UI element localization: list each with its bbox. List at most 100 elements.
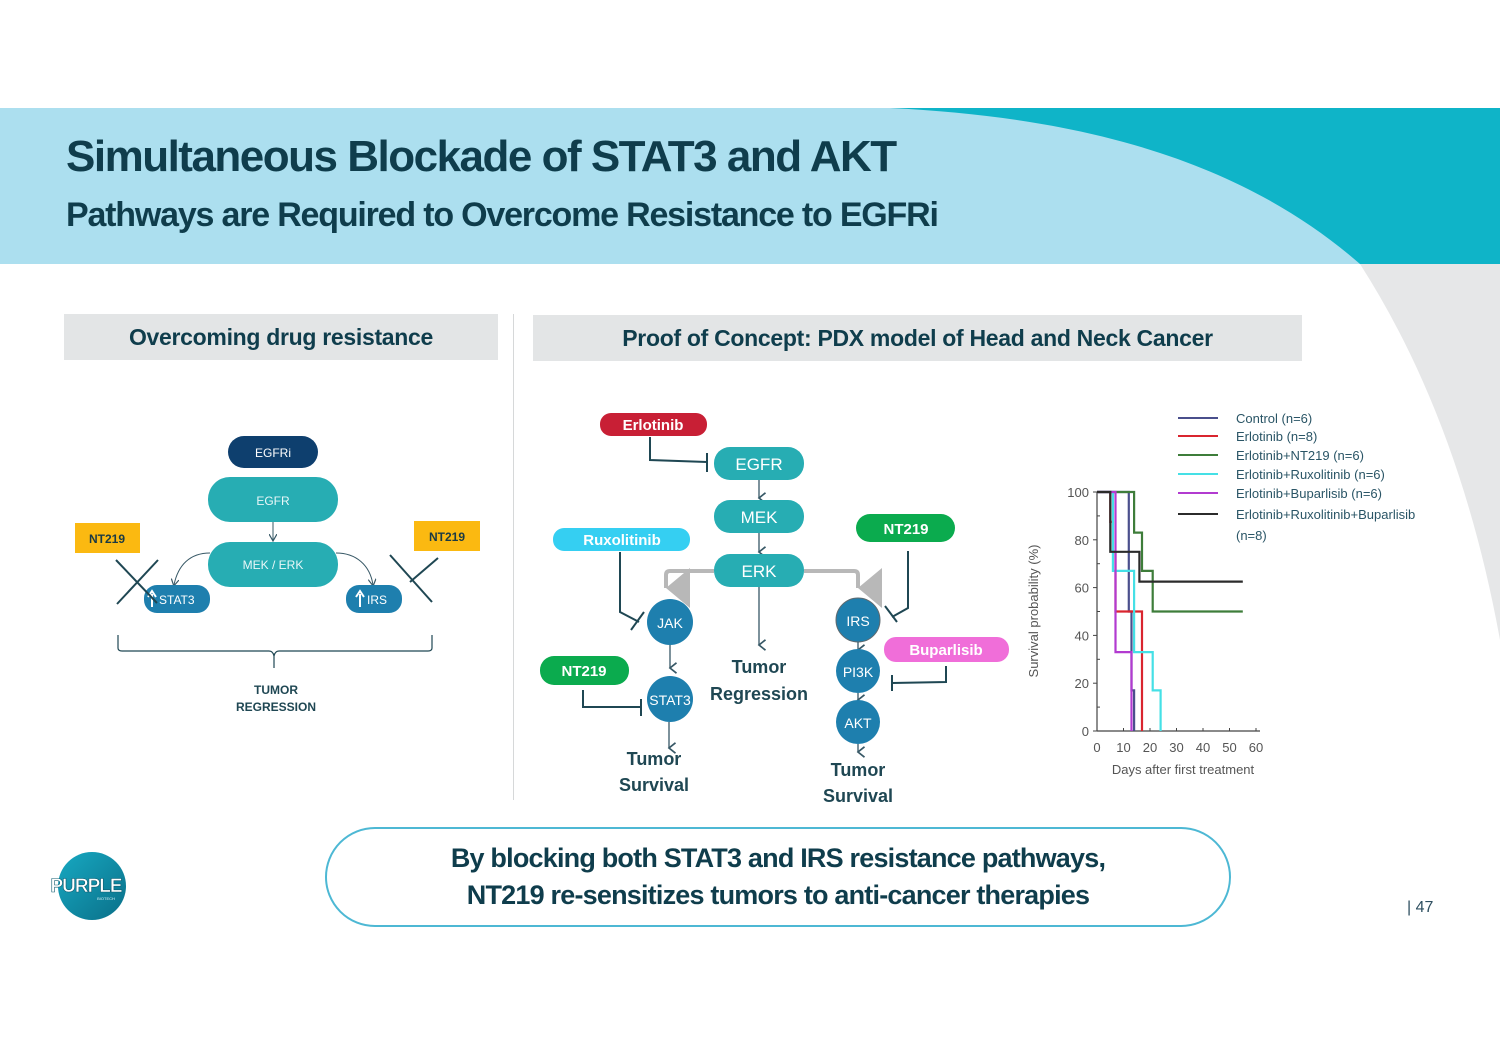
- x-axis-label: Days after first treatment: [1112, 762, 1255, 777]
- takeaway-callout: By blocking both STAT3 and IRS resistanc…: [325, 827, 1231, 927]
- nt219-top-drug-badge: NT219: [856, 514, 955, 542]
- mek-to-irs-arrow: [335, 552, 373, 585]
- jak-node: JAK: [647, 599, 693, 645]
- header-band: [0, 108, 1500, 264]
- svg-text:ERK: ERK: [742, 562, 778, 581]
- outcome-left-line-1: Tumor: [627, 749, 682, 769]
- y-tick-label: 40: [1075, 628, 1089, 643]
- series-line-4: [1097, 490, 1162, 731]
- legend-label: (n=8): [1236, 528, 1267, 543]
- y-tick-label: 80: [1075, 533, 1089, 548]
- legend-label: Erlotinib+Ruxolitinib (n=6): [1236, 467, 1385, 482]
- pi3k-node: PI3K: [836, 649, 880, 693]
- company-logo: PURPLE BIOTECH: [50, 852, 126, 920]
- x-tick-label: 50: [1222, 740, 1236, 755]
- y-tick-label: 60: [1075, 581, 1089, 596]
- header-accent-shape: [890, 108, 1500, 264]
- x-tick-label: 30: [1169, 740, 1183, 755]
- egfri-node: EGFRi: [228, 436, 318, 468]
- svg-text:MEK: MEK: [741, 508, 779, 527]
- svg-text:STAT3: STAT3: [159, 593, 195, 607]
- survival-chart: Control (n=6) Erlotinib (n=8) Erlotinib+NT…: [1026, 411, 1415, 777]
- egfr-node: EGFR: [208, 477, 338, 522]
- svg-text:IRS: IRS: [846, 613, 869, 629]
- egfr-node: EGFR: [714, 447, 804, 480]
- x-tick-label: 0: [1093, 740, 1100, 755]
- logo-subtext: BIOTECH: [97, 896, 115, 901]
- svg-text:Erlotinib: Erlotinib: [623, 417, 684, 434]
- svg-text:AKT: AKT: [844, 715, 872, 731]
- y-axis-label: Survival probability (%): [1026, 545, 1041, 678]
- nt219-bottom-inhibition-line: [582, 690, 640, 708]
- series-line-2: [1097, 490, 1144, 731]
- svg-text:EGFR: EGFR: [256, 494, 290, 508]
- outcome-right-line-2: Survival: [823, 786, 893, 806]
- stat3-node: STAT3: [647, 676, 693, 722]
- x-tick-label: 40: [1196, 740, 1210, 755]
- page-number: | 47: [1407, 899, 1434, 916]
- logo-text: PURPLE: [50, 876, 121, 897]
- outcome-line-1: TUMOR: [254, 683, 298, 697]
- irs-node: IRS: [835, 597, 881, 643]
- svg-text:MEK / ERK: MEK / ERK: [243, 558, 304, 572]
- inhibition-symbol-left: [115, 559, 159, 605]
- mek-node: MEK: [714, 500, 804, 533]
- inhibition-symbol-right: [389, 554, 439, 603]
- svg-text:IRS: IRS: [367, 593, 387, 607]
- y-tick-label: 20: [1075, 676, 1089, 691]
- outcome-center-line-2: Regression: [710, 684, 808, 704]
- erlotinib-drug-badge: Erlotinib: [600, 413, 707, 436]
- erk-to-jak-branch: [664, 568, 714, 608]
- y-tick-label: 0: [1082, 724, 1089, 739]
- left-section-header: Overcoming drug resistance: [64, 314, 498, 360]
- erlotinib-inhibition-line: [649, 437, 708, 463]
- svg-text:NT219: NT219: [561, 663, 606, 680]
- series-line-3: [1097, 490, 1243, 613]
- takeaway-line-1: By blocking both STAT3 and IRS resistanc…: [450, 843, 1106, 873]
- x-tick-label: 60: [1249, 740, 1263, 755]
- svg-text:Buparlisib: Buparlisib: [909, 642, 982, 659]
- buparlisib-inhibition-line: [891, 666, 947, 684]
- legend-label: Erlotinib+NT219 (n=6): [1236, 448, 1364, 463]
- svg-text:PI3K: PI3K: [843, 664, 874, 680]
- x-tick-label: 10: [1116, 740, 1130, 755]
- svg-text:STAT3: STAT3: [649, 692, 691, 708]
- erk-node: ERK: [714, 554, 804, 587]
- legend-label: Erlotinib+Buparlisib (n=6): [1236, 486, 1382, 501]
- legend-label: Erlotinib (n=8): [1236, 429, 1317, 444]
- outcome-line-2: REGRESSION: [236, 700, 316, 714]
- slide-title-line-2: Pathways are Required to Overcome Resist…: [66, 196, 939, 234]
- y-tick-label: 100: [1067, 485, 1089, 500]
- chart-legend: Control (n=6) Erlotinib (n=8) Erlotinib+NT…: [1178, 411, 1415, 543]
- panel-divider: [513, 314, 514, 800]
- svg-text:JAK: JAK: [657, 615, 683, 631]
- ruxolitinib-drug-badge: Ruxolitinib: [553, 528, 690, 551]
- nt219-left-badge: NT219: [75, 523, 140, 553]
- legend-label: Erlotinib+Ruxolitinib+Buparlisib: [1236, 507, 1415, 522]
- outcome-left-line-2: Survival: [619, 775, 689, 795]
- nt219-bottom-drug-badge: NT219: [540, 656, 629, 685]
- outcome-right-line-1: Tumor: [831, 760, 886, 780]
- svg-text:NT219: NT219: [883, 521, 928, 538]
- right-section-header: Proof of Concept: PDX model of Head and …: [533, 315, 1302, 361]
- takeaway-line-2: NT219 re-sensitizes tumors to anti-cance…: [466, 880, 1090, 910]
- buparlisib-drug-badge: Buparlisib: [884, 637, 1009, 662]
- irs-node: IRS: [346, 585, 402, 613]
- left-pathway-diagram: EGFRi EGFR MEK / ERK STAT3 IRS NT219 NT2…: [75, 436, 480, 714]
- akt-node: AKT: [836, 700, 880, 744]
- erk-to-irs-branch: [804, 568, 882, 608]
- legend-label: Control (n=6): [1236, 411, 1312, 426]
- series-line-6: [1097, 490, 1243, 583]
- svg-text:NT219: NT219: [429, 530, 465, 544]
- stat3-node: STAT3: [144, 585, 210, 613]
- chart-series: [1097, 490, 1243, 731]
- svg-text:EGFR: EGFR: [735, 455, 782, 474]
- nt219-top-inhibition-line: [891, 551, 909, 618]
- nt219-right-badge: NT219: [414, 521, 480, 551]
- svg-text:NT219: NT219: [89, 532, 125, 546]
- up-arrow-icon: [355, 589, 365, 607]
- mek-to-stat3-arrow: [174, 552, 211, 585]
- svg-text:Ruxolitinib: Ruxolitinib: [583, 532, 661, 549]
